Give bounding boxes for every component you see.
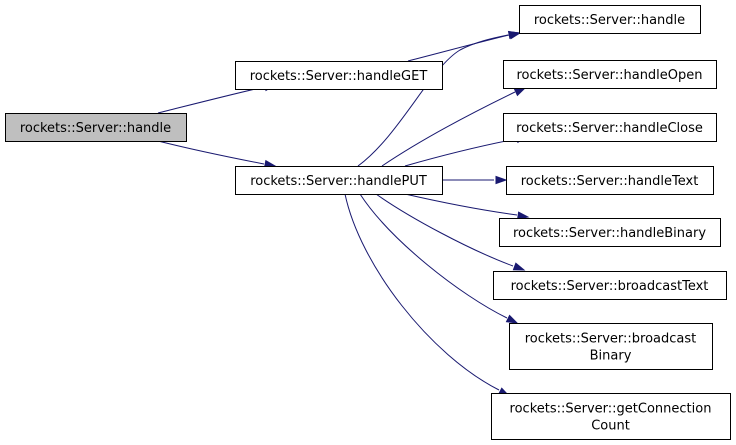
node-label: rockets::Server::handle	[534, 13, 685, 28]
edge-arrowhead	[517, 211, 530, 220]
edge-line	[375, 193, 514, 267]
edge-line	[357, 34, 509, 167]
node-handlePUT[interactable]: rockets::Server::handlePUT	[235, 166, 443, 195]
node-handle2[interactable]: rockets::Server::handle	[519, 5, 701, 34]
node-handleBinary[interactable]: rockets::Server::handleBinary	[499, 218, 721, 247]
node-handleGET[interactable]: rockets::Server::handleGET	[235, 61, 443, 90]
edge-root-to-handlePUT	[157, 140, 277, 169]
edge-handlePUT-to-broadcastText	[375, 193, 526, 271]
node-box[interactable]	[235, 61, 443, 90]
node-label: rockets::Server::handleOpen	[516, 68, 702, 83]
edge-line	[381, 91, 516, 167]
node-handleText[interactable]: rockets::Server::handleText	[506, 166, 714, 195]
edge-handlePUT-to-getConnectionCount	[344, 193, 511, 397]
edge-line	[407, 34, 510, 62]
node-label: rockets::Server::handle	[20, 121, 171, 136]
node-box[interactable]	[503, 60, 717, 89]
edge-handlePUT-to-handleBinary	[404, 193, 530, 220]
node-label: rockets::Server::broadcastText	[511, 279, 709, 294]
node-box[interactable]	[5, 113, 187, 142]
node-label: Binary	[590, 349, 632, 364]
node-label: rockets::Server::handleGET	[250, 69, 428, 84]
node-label: Count	[591, 419, 630, 434]
edge-arrowhead	[495, 175, 508, 185]
edge-line	[404, 138, 517, 167]
node-box[interactable]	[491, 393, 731, 440]
node-box[interactable]	[506, 166, 714, 195]
edge-handlePUT-to-handleText	[442, 175, 508, 185]
edge-line	[404, 193, 518, 216]
node-root[interactable]: rockets::Server::handle	[5, 113, 187, 142]
node-label: rockets::Server::handlePUT	[250, 174, 427, 189]
node-box[interactable]	[499, 218, 721, 247]
edge-line	[359, 193, 508, 319]
node-box[interactable]	[519, 5, 701, 34]
node-box[interactable]	[509, 323, 713, 370]
node-label: rockets::Server::handleClose	[516, 121, 703, 136]
edge-arrowhead	[512, 262, 526, 271]
node-label: rockets::Server::handleBinary	[513, 226, 706, 241]
edge-arrowhead	[505, 314, 519, 324]
edge-handlePUT-to-broadcastBinary	[359, 193, 519, 324]
node-label: rockets::Server::getConnection	[510, 402, 712, 417]
edge-line	[344, 193, 500, 391]
node-handleOpen[interactable]: rockets::Server::handleOpen	[503, 60, 717, 89]
node-label: rockets::Server::handleText	[521, 174, 699, 189]
node-broadcastText[interactable]: rockets::Server::broadcastText	[493, 271, 727, 300]
node-box[interactable]	[503, 113, 717, 142]
node-box[interactable]	[235, 166, 443, 195]
edge-line	[157, 86, 265, 114]
node-label: rockets::Server::broadcast	[525, 332, 696, 347]
edge-arrowhead	[513, 87, 527, 97]
nodes-layer: rockets::Server::handlerockets::Server::…	[5, 5, 731, 440]
edge-handlePUT-to-handle2	[357, 30, 521, 167]
edge-line	[157, 140, 265, 165]
node-handleClose[interactable]: rockets::Server::handleClose	[503, 113, 717, 142]
edge-arrowhead	[507, 30, 521, 40]
node-box[interactable]	[493, 271, 727, 300]
